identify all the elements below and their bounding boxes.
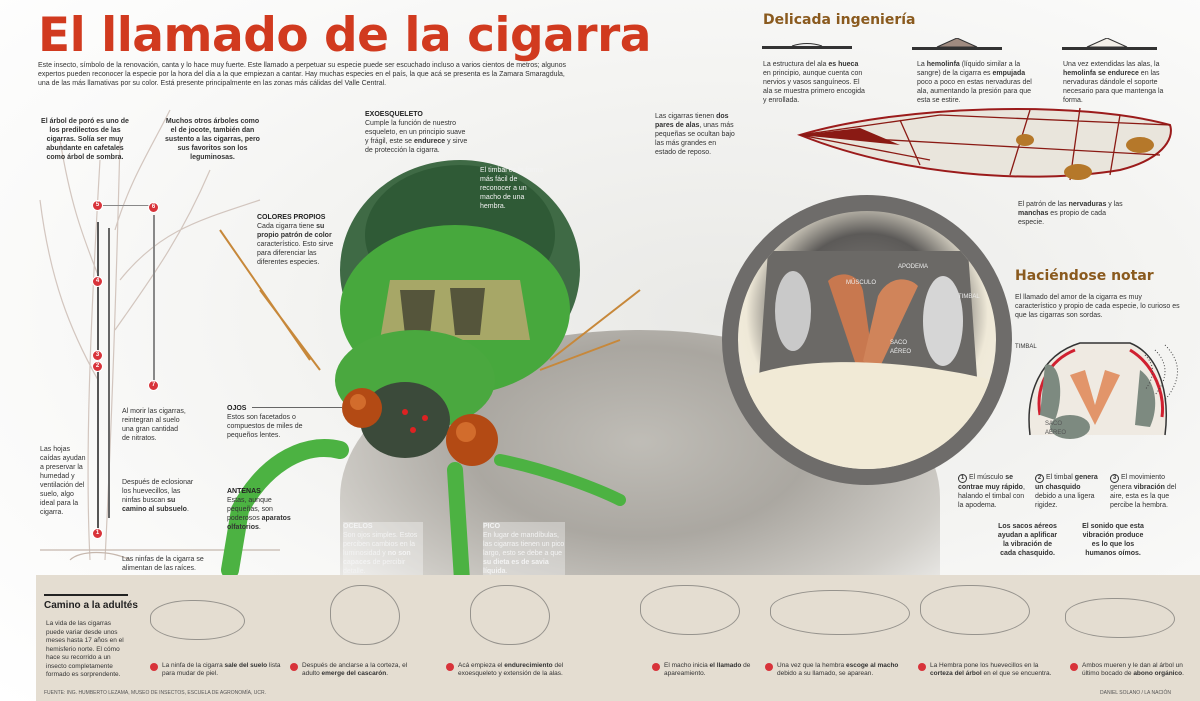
dead-cicadas-note: Al morir las cigarras, reintegran al sue… — [122, 408, 186, 442]
emerging-sketch-icon — [330, 585, 400, 645]
saco-label: SACO AÉREO — [890, 340, 912, 355]
human-hearing-note: El sonido que esta vibración produce es … — [1082, 523, 1144, 557]
lifecycle-up-arrow — [97, 222, 99, 532]
lifecycle-step-3: Acá empieza el endurecimiento del exoesq… — [446, 662, 586, 680]
lifecycle-down-arrow — [108, 228, 110, 518]
source-credit: FUENTE: ING. HUMBERTO LEZAMA, MUSEO DE I… — [44, 690, 266, 696]
tree-marker-5: 5 — [92, 200, 103, 211]
sound-intro: El llamado del amor de la cigarra es muy… — [1015, 294, 1180, 319]
wing-pattern-note: El patrón de las nervaduras y las mancha… — [1018, 201, 1123, 226]
colors-callout: COLORES PROPIOS Cada cigarra tiene su pr… — [257, 214, 334, 266]
wing-diagram-icon — [796, 107, 1172, 181]
eyes-callout: OJOS Estos son facetados o compuestos de… — [227, 405, 303, 439]
timbal-label: TIMBAL — [958, 294, 980, 300]
beak-callout: PICO En lugar de mandíbulas, las cigarra… — [483, 522, 565, 576]
wing-cross-sections-icon — [762, 38, 1157, 50]
calling-male-sketch-icon — [640, 585, 740, 635]
roots-note: Las ninfas de la cigarra se alimentan de… — [122, 556, 204, 572]
sound-title: Haciéndose notar — [1015, 268, 1154, 284]
lifecycle-title: Camino a la adultés — [44, 600, 138, 611]
tree-marker-1: 1 — [92, 528, 103, 539]
lifecycle-step-6: La Hembra pone los huevecillos en la cor… — [918, 662, 1058, 680]
tree-marker-3: 3 — [92, 350, 103, 361]
wings-note: Las cigarras tienen dos pares de alas, u… — [655, 113, 735, 156]
engineering-step-3: Una vez extendidas las alas, la hemolinf… — [1063, 61, 1164, 104]
lifecycle-step-7: Ambos mueren y le dan al árbol un último… — [1070, 662, 1200, 680]
hardening-sketch-icon — [470, 585, 550, 645]
fallen-leaves-note: Las hojas caídas ayudan a preservar la h… — [40, 446, 86, 516]
tree-marker-2: 2 — [92, 361, 103, 372]
mating-sketch-icon — [770, 590, 910, 635]
page-title: El llamado de la cigarra — [38, 8, 651, 63]
engineering-title: Delicada ingeniería — [763, 12, 916, 28]
engineering-step-2: La hemolinfa (líquido similar a la sangr… — [917, 61, 1032, 104]
engineering-step-1: La estructura del ala es hueca en princi… — [763, 61, 865, 104]
exoskeleton-callout: EXOESQUELETO Cumple la función de nuestr… — [365, 111, 468, 154]
tree-marker-4: 4 — [92, 276, 103, 287]
lifecycle-side-line — [153, 215, 155, 385]
diagram-saco-label: SACO AÉREO — [1045, 421, 1067, 436]
diagram-timbal-label: TIMBAL — [1015, 344, 1037, 350]
tree-marker-7: 7 — [148, 380, 159, 391]
musculo-label: MÚSCULO — [846, 280, 877, 286]
timbal-note: El timbal es la forma más fácil de recon… — [480, 167, 544, 210]
lifecycle-intro: La vida de las cigarras puede variar des… — [46, 620, 124, 678]
dead-cicada-sketch-icon — [1065, 598, 1175, 638]
antennae-callout: ANTENAS Estas, aunque pequeñas, son pode… — [227, 488, 291, 531]
tree-marker-6: 6 — [148, 202, 159, 213]
hatch-note: Después de eclosionar los huevecillos, l… — [122, 479, 194, 513]
poro-tree-note: El árbol de poró es uno de los predilect… — [41, 118, 129, 161]
lifecycle-step-1: La ninfa de la cigarra sale del suelo li… — [150, 662, 290, 680]
nymph-sketch-icon — [150, 600, 245, 640]
cicada-illustration-icon — [219, 160, 641, 588]
air-sacs-note: Los sacos aéreos ayudan a aplificar la v… — [997, 523, 1058, 557]
egg-laying-sketch-icon — [920, 585, 1030, 635]
other-trees-note: Muchos otros árboles como el de jocote, … — [165, 118, 260, 161]
ocelli-callout: OCELOS Son ojos simples. Estos perciben … — [343, 522, 423, 576]
lifecycle-step-4: El macho inicia el llamado de apareamien… — [652, 662, 792, 680]
intro-text: Este insecto, símbolo de la renovación, … — [38, 62, 567, 87]
apodema-label: APODEMA — [898, 264, 929, 270]
timbal-muscle-icon — [738, 251, 996, 469]
lifecycle-step-5: Una vez que la hembra escoge al macho de… — [765, 662, 905, 680]
author-credit: DANIEL SOLANO / LA NACIÓN — [1100, 690, 1171, 696]
sound-diagram-icon — [1028, 342, 1178, 439]
lifecycle-step-2: Después de anclarse a la corteza, el adu… — [290, 662, 430, 680]
timbal-zoom-circle: APODEMA MÚSCULO TIMBAL SACO AÉREO — [722, 195, 1012, 485]
